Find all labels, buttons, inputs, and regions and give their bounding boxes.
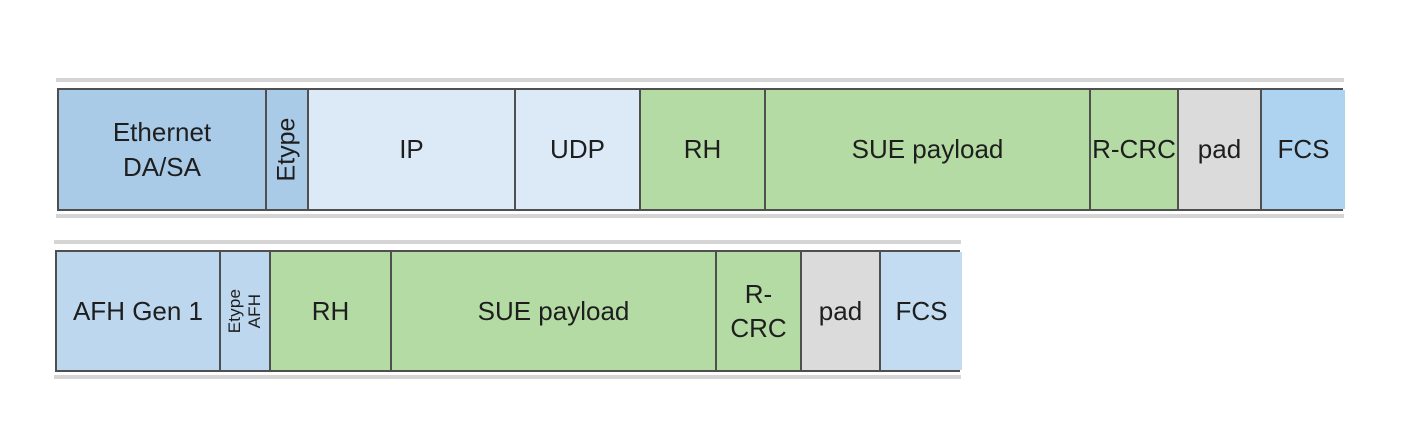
segment-pad: pad [800, 252, 879, 370]
segment-udp: UDP [514, 90, 639, 209]
frame-row-ethernet: Ethernet DA/SA Etype IP UDP RH SUE paylo… [56, 78, 1345, 218]
frame-row-afh-gen-1: AFH Gen 1 Etype AFH RH SUE payload R-CRC… [54, 240, 962, 379]
segment-etype: Etype [265, 90, 307, 209]
segment-label: Etype [272, 117, 301, 182]
segment-r-crc: R-CRC [1089, 90, 1177, 209]
segment-label: SUE payload [477, 295, 630, 326]
segment-fcs: FCS [879, 252, 962, 370]
segment-label: Ethernet DA/SA [112, 117, 212, 182]
segment-label: pad [818, 295, 863, 326]
segment-fcs: FCS [1260, 90, 1345, 209]
segment-pad: pad [1177, 90, 1260, 209]
segment-rh: RH [639, 90, 764, 209]
segment-rh: RH [269, 252, 390, 370]
segment-label: IP [399, 134, 424, 165]
segment-sue-payload: SUE payload [764, 90, 1089, 209]
segment-label: AFH Gen 1 [72, 295, 204, 326]
segment-sue-payload: SUE payload [390, 252, 715, 370]
segment-etype-afh: Etype AFH [219, 252, 269, 370]
segment-label: UDP [550, 134, 605, 165]
segment-r-crc: R-CRC [715, 252, 800, 370]
segment-label: FCS [1277, 134, 1330, 165]
segment-label: RH [683, 134, 722, 165]
segment-label: pad [1197, 134, 1242, 165]
segment-label: R-CRC [730, 278, 787, 343]
segment-label: SUE payload [851, 134, 1004, 165]
segment-label: Etype AFH [224, 288, 264, 334]
segment-ethernet-da-sa: Ethernet DA/SA [59, 90, 265, 209]
segment-ip: IP [307, 90, 514, 209]
segment-label: FCS [895, 295, 948, 326]
segment-label: RH [311, 295, 350, 326]
segment-afh-gen-1: AFH Gen 1 [57, 252, 219, 370]
segment-label: R-CRC [1092, 134, 1176, 165]
